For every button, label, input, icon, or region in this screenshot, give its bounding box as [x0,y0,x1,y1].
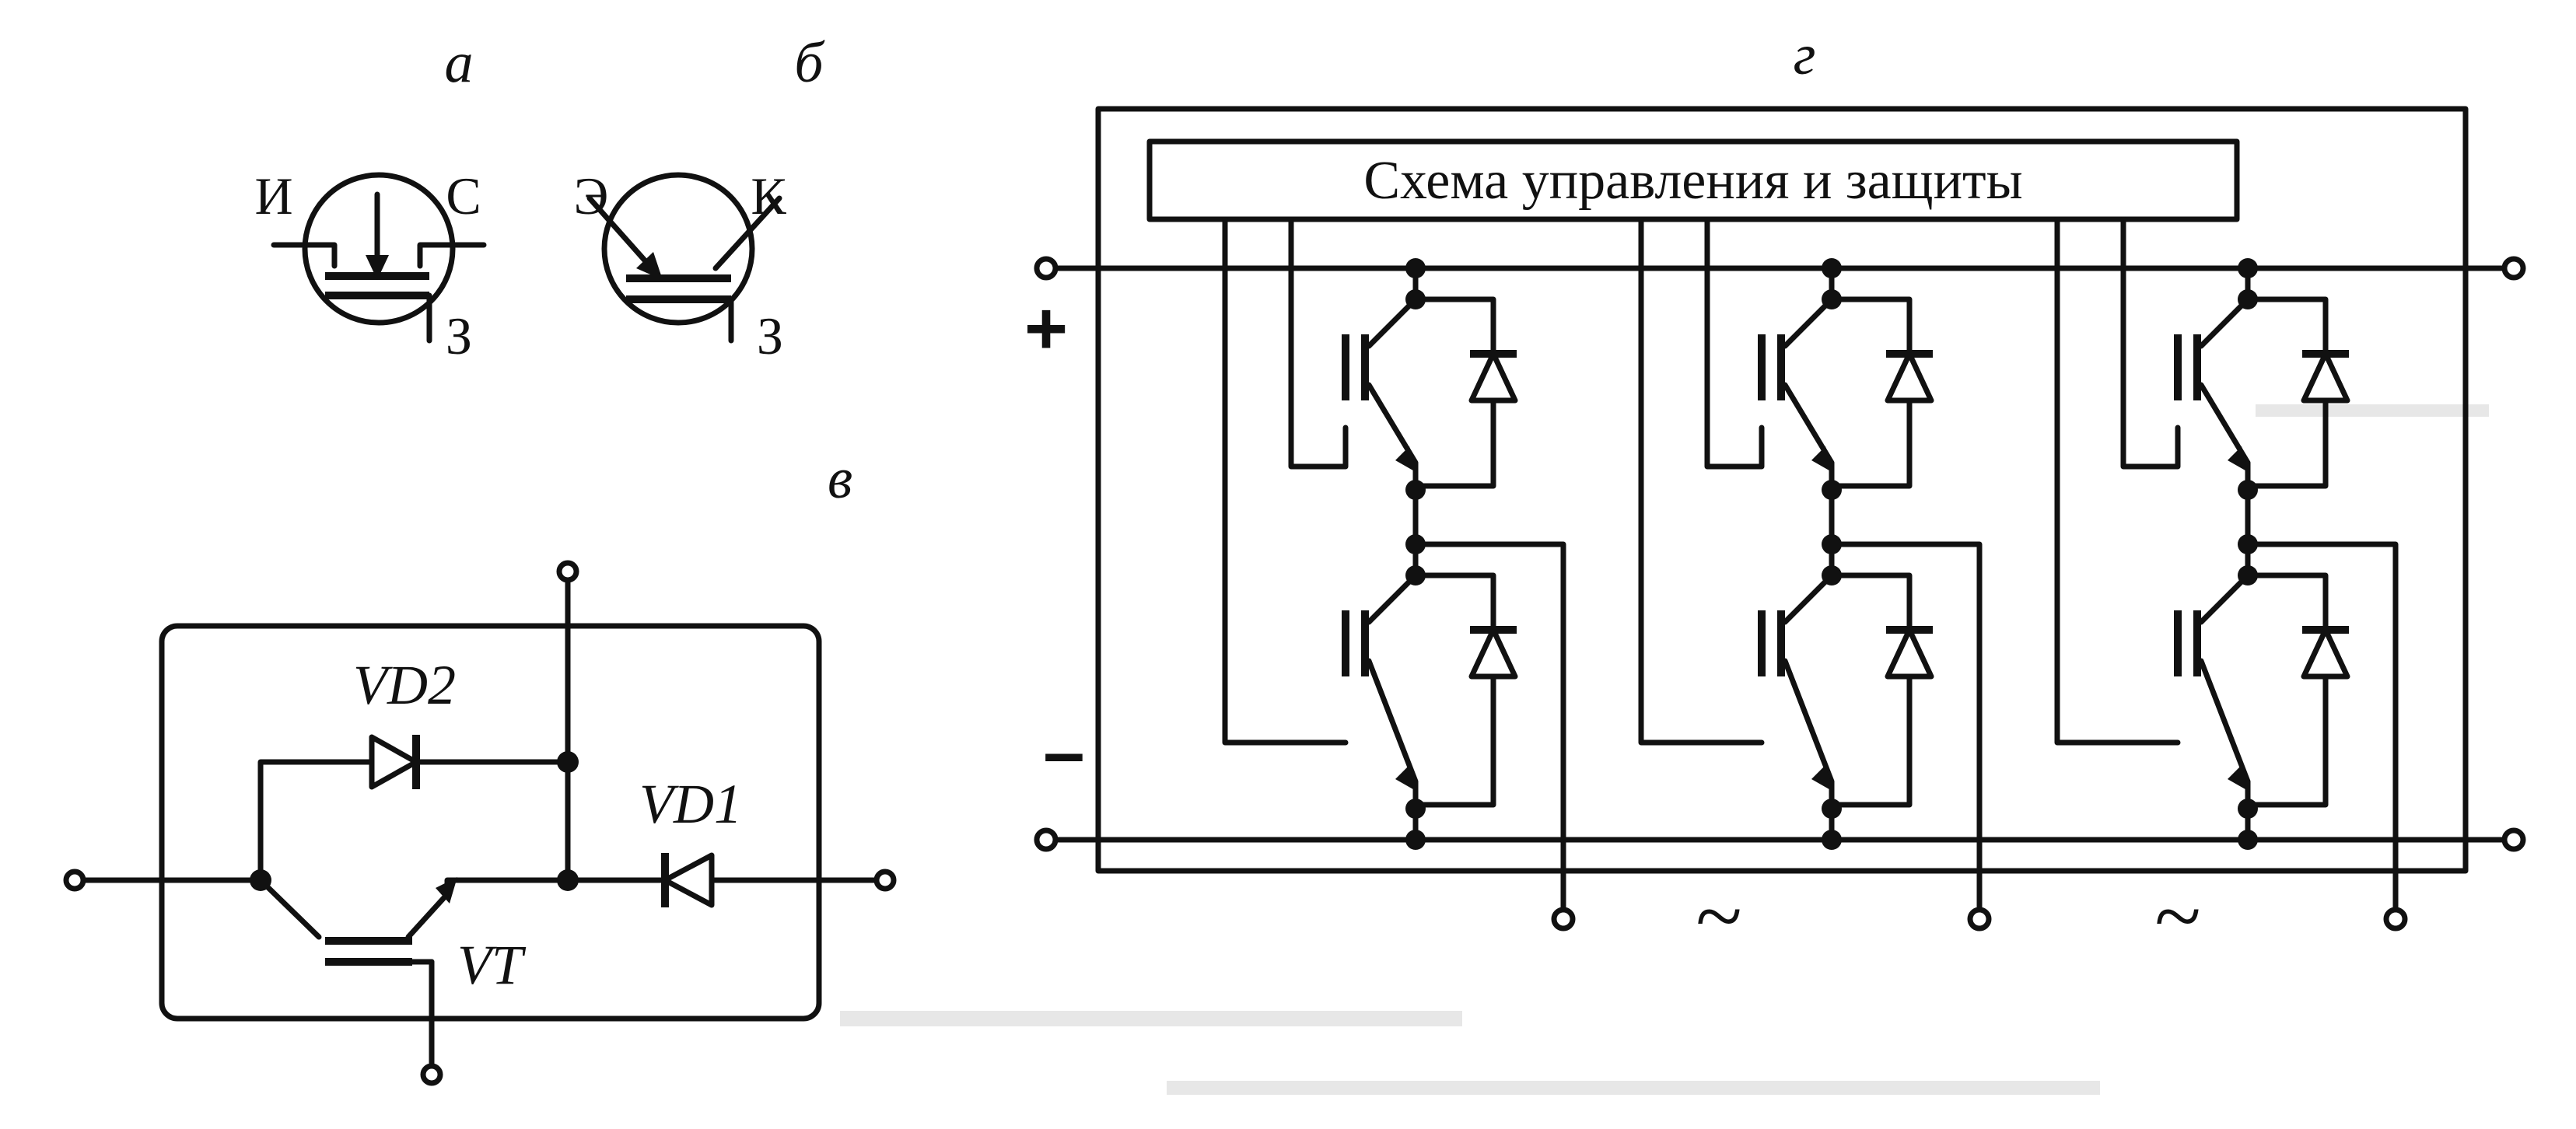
ac-output-terminal-phase-c [2383,907,2408,932]
panel-a-letter: а [445,31,474,95]
gate-label-a: З [446,306,472,365]
diode-vd2 [369,734,420,790]
dc-plus-left-terminal [1034,256,1059,281]
dc-plus-right-terminal [2501,256,2526,281]
panel-g-inverter: г Схема управления и защиты + – ~ ~ [1024,23,2526,963]
control-protection-block: Схема управления и защиты [1146,138,2240,222]
minus-sign: – [1043,711,1084,794]
vd2-label: VD2 [353,654,456,716]
inverter-leg-phase-c [2054,216,2408,932]
dc-minus-right-terminal [2501,827,2526,852]
panel-b-igbt-symbol: б Э К З [574,31,826,365]
top-terminal [556,560,579,583]
inverter-leg-phase-a [1222,216,1576,932]
panel-g-letter: г [1794,23,1816,87]
control-block-label: Схема управления и защиты [1363,151,2022,211]
transistor-vt [257,877,571,1086]
inverter-leg-phase-b [1638,216,1992,932]
collector-label: К [751,166,786,225]
vt-label: VT [457,934,527,996]
panel-v-module: в VD2 VD1 VT [63,447,897,1086]
right-terminal [873,869,897,892]
scan-background [840,404,2489,1095]
tilde-2: ~ [2154,869,2201,963]
drain-label: С [446,166,481,225]
panel-v-letter: в [828,447,852,511]
panel-a-mosfet-symbol: а И С З [254,31,487,365]
left-terminal [63,869,86,892]
gate-label-b: З [757,306,783,365]
dc-minus-left-terminal [1034,827,1059,852]
ac-output-terminal-phase-a [1551,907,1576,932]
inverter-legs [1222,216,2408,932]
ac-output-terminal-phase-b [1967,907,1992,932]
source-label: И [254,166,292,225]
plus-sign: + [1024,287,1068,370]
gate-terminal [420,1063,443,1086]
diode-vd1 [661,852,715,908]
vd1-label: VD1 [639,773,742,835]
tilde-1: ~ [1696,869,1742,963]
panel-b-letter: б [794,31,825,95]
